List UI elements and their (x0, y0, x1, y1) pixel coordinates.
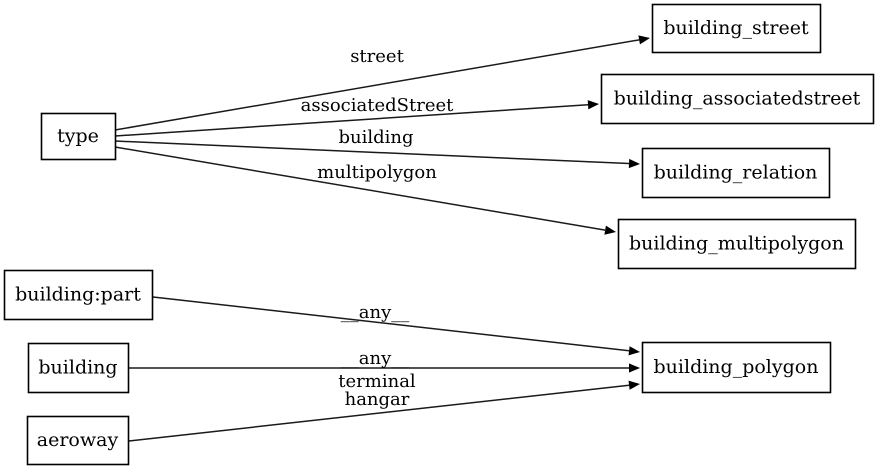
node-box[interactable] (617, 218, 857, 270)
arrowhead-icon (628, 346, 640, 356)
edge-line (114, 140, 630, 165)
node-building_associatedstreet[interactable]: building_associatedstreet (600, 73, 875, 125)
edge-label-e2: associatedStreet (301, 95, 454, 116)
edge-building_part-to-building_polygon (152, 296, 640, 356)
arrowhead-icon (628, 380, 640, 390)
edge-label-e6: __any__ (341, 348, 410, 369)
nodes-layer: type building_street building_associatedst… (3, 3, 875, 466)
node-label: aeroway (37, 429, 119, 451)
edge-label-e5: __any__ (341, 302, 410, 323)
edge-line (114, 146, 606, 231)
node-label: building_multipolygon (629, 233, 844, 255)
arrowhead-icon (587, 100, 599, 110)
node-building[interactable]: building (27, 342, 130, 394)
edge-line (114, 39, 640, 131)
node-box[interactable] (26, 415, 130, 466)
edge-type-to-building_street (114, 35, 650, 131)
node-building_polygon[interactable]: building_polygon (641, 341, 832, 394)
edge-labels-layer: street associatedStreet building multipolyg… (301, 46, 454, 410)
edges-layer (114, 35, 650, 442)
node-label: building_polygon (654, 356, 819, 378)
node-box[interactable] (600, 73, 875, 125)
node-building_multipolygon[interactable]: building_multipolygon (617, 218, 857, 270)
edge-label-e4: multipolygon (317, 162, 437, 183)
edge-line (128, 384, 630, 442)
node-building_street[interactable]: building_street (651, 3, 822, 54)
node-box[interactable] (40, 112, 117, 161)
arrowhead-icon (628, 158, 640, 169)
node-label: building_associatedstreet (614, 88, 861, 110)
arrowhead-icon (604, 225, 616, 235)
node-label: building (38, 357, 117, 379)
edge-type-to-building_associatedstreet (114, 100, 599, 137)
edge-line (152, 296, 630, 352)
edge-label-e7: terminal (338, 371, 416, 392)
node-label: building:part (15, 284, 141, 306)
edge-label-e3: building (338, 127, 413, 148)
node-box[interactable] (641, 341, 832, 394)
arrowhead-icon (638, 35, 650, 45)
edge-aeroway-to-building_polygon (128, 380, 640, 442)
edge-label-e1: street (350, 46, 404, 67)
edge-building-to-building_polygon (129, 363, 640, 373)
edge-type-to-building_relation (114, 140, 640, 169)
node-box[interactable] (641, 147, 831, 199)
node-label: type (57, 125, 99, 147)
edge-type-to-building_multipolygon (114, 146, 616, 235)
node-box[interactable] (27, 342, 130, 394)
edge-label-e8: hangar (345, 389, 410, 410)
node-box[interactable] (3, 269, 154, 321)
edge-line (114, 103, 589, 137)
arrowhead-icon (629, 363, 640, 373)
node-aeroway[interactable]: aeroway (26, 415, 130, 466)
node-building_relation[interactable]: building_relation (641, 147, 831, 199)
node-type[interactable]: type (40, 112, 117, 161)
node-building_part[interactable]: building:part (3, 269, 154, 321)
node-label: building_relation (654, 162, 818, 184)
node-box[interactable] (651, 3, 822, 54)
node-label: building_street (663, 17, 809, 39)
